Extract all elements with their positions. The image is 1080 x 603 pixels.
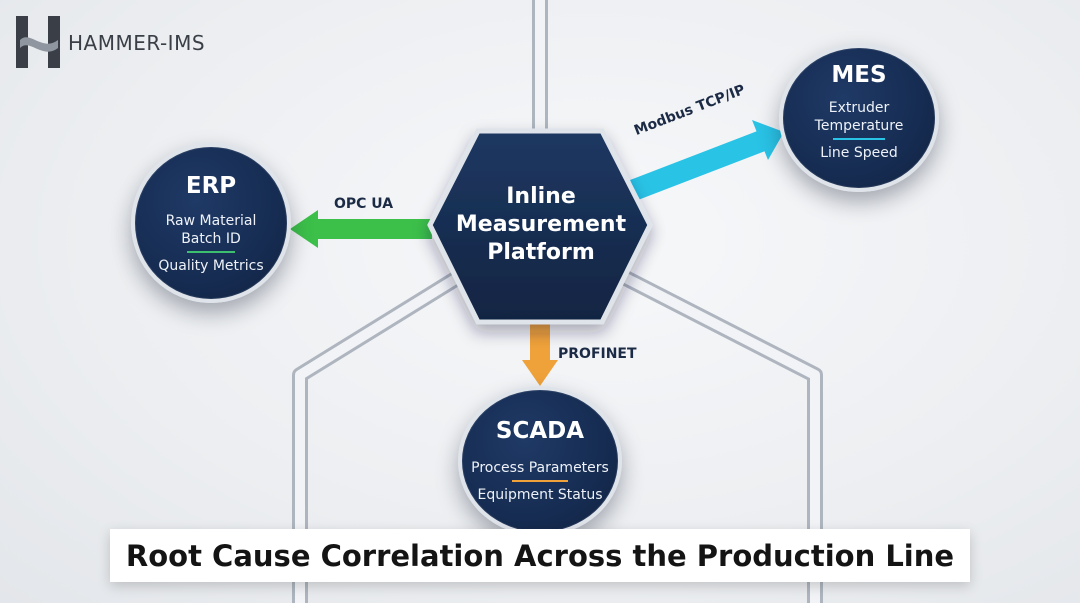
mes-line-3: Line Speed (820, 145, 898, 161)
center-line-2: Measurement (455, 212, 627, 237)
center-line-1: Inline (506, 184, 576, 209)
mes-title: MES (831, 62, 887, 88)
scada-node: SCADA Process Parameters Equipment Statu… (458, 386, 622, 536)
center-line-3: Platform (487, 240, 595, 265)
mes-line-2: Temperature (814, 118, 904, 134)
erp-line-2: Batch ID (181, 231, 241, 247)
erp-separator (187, 251, 235, 253)
arrow-modbus (630, 120, 784, 200)
mes-separator (833, 138, 885, 140)
scada-separator (512, 480, 568, 482)
erp-line-3: Quality Metrics (158, 258, 264, 274)
hammer-ims-logo-icon (16, 16, 60, 68)
protocol-label-opc-ua: OPC UA (334, 196, 394, 212)
scada-line-1: Process Parameters (471, 460, 609, 476)
center-platform-label: Inline Measurement Platform (430, 183, 652, 267)
scada-title: SCADA (495, 418, 585, 444)
erp-title: ERP (185, 173, 237, 199)
banner-title: Root Cause Correlation Across the Produc… (125, 538, 955, 573)
arrow-profinet (522, 320, 558, 386)
connector-pipes (292, 0, 823, 603)
protocol-label-profinet: PROFINET (558, 346, 637, 362)
mes-line-1: Extruder (828, 100, 890, 116)
erp-line-1: Raw Material (165, 213, 257, 229)
mes-node: MES Extruder Temperature Line Speed (779, 44, 939, 192)
erp-node: ERP Raw Material Batch ID Quality Metric… (131, 143, 291, 303)
title-banner: Root Cause Correlation Across the Produc… (110, 529, 970, 582)
brand-name: HAMMER-IMS (68, 31, 206, 55)
scada-line-2: Equipment Status (477, 487, 603, 503)
arrow-opc-ua (290, 210, 432, 248)
center-hexagon (427, 128, 653, 325)
